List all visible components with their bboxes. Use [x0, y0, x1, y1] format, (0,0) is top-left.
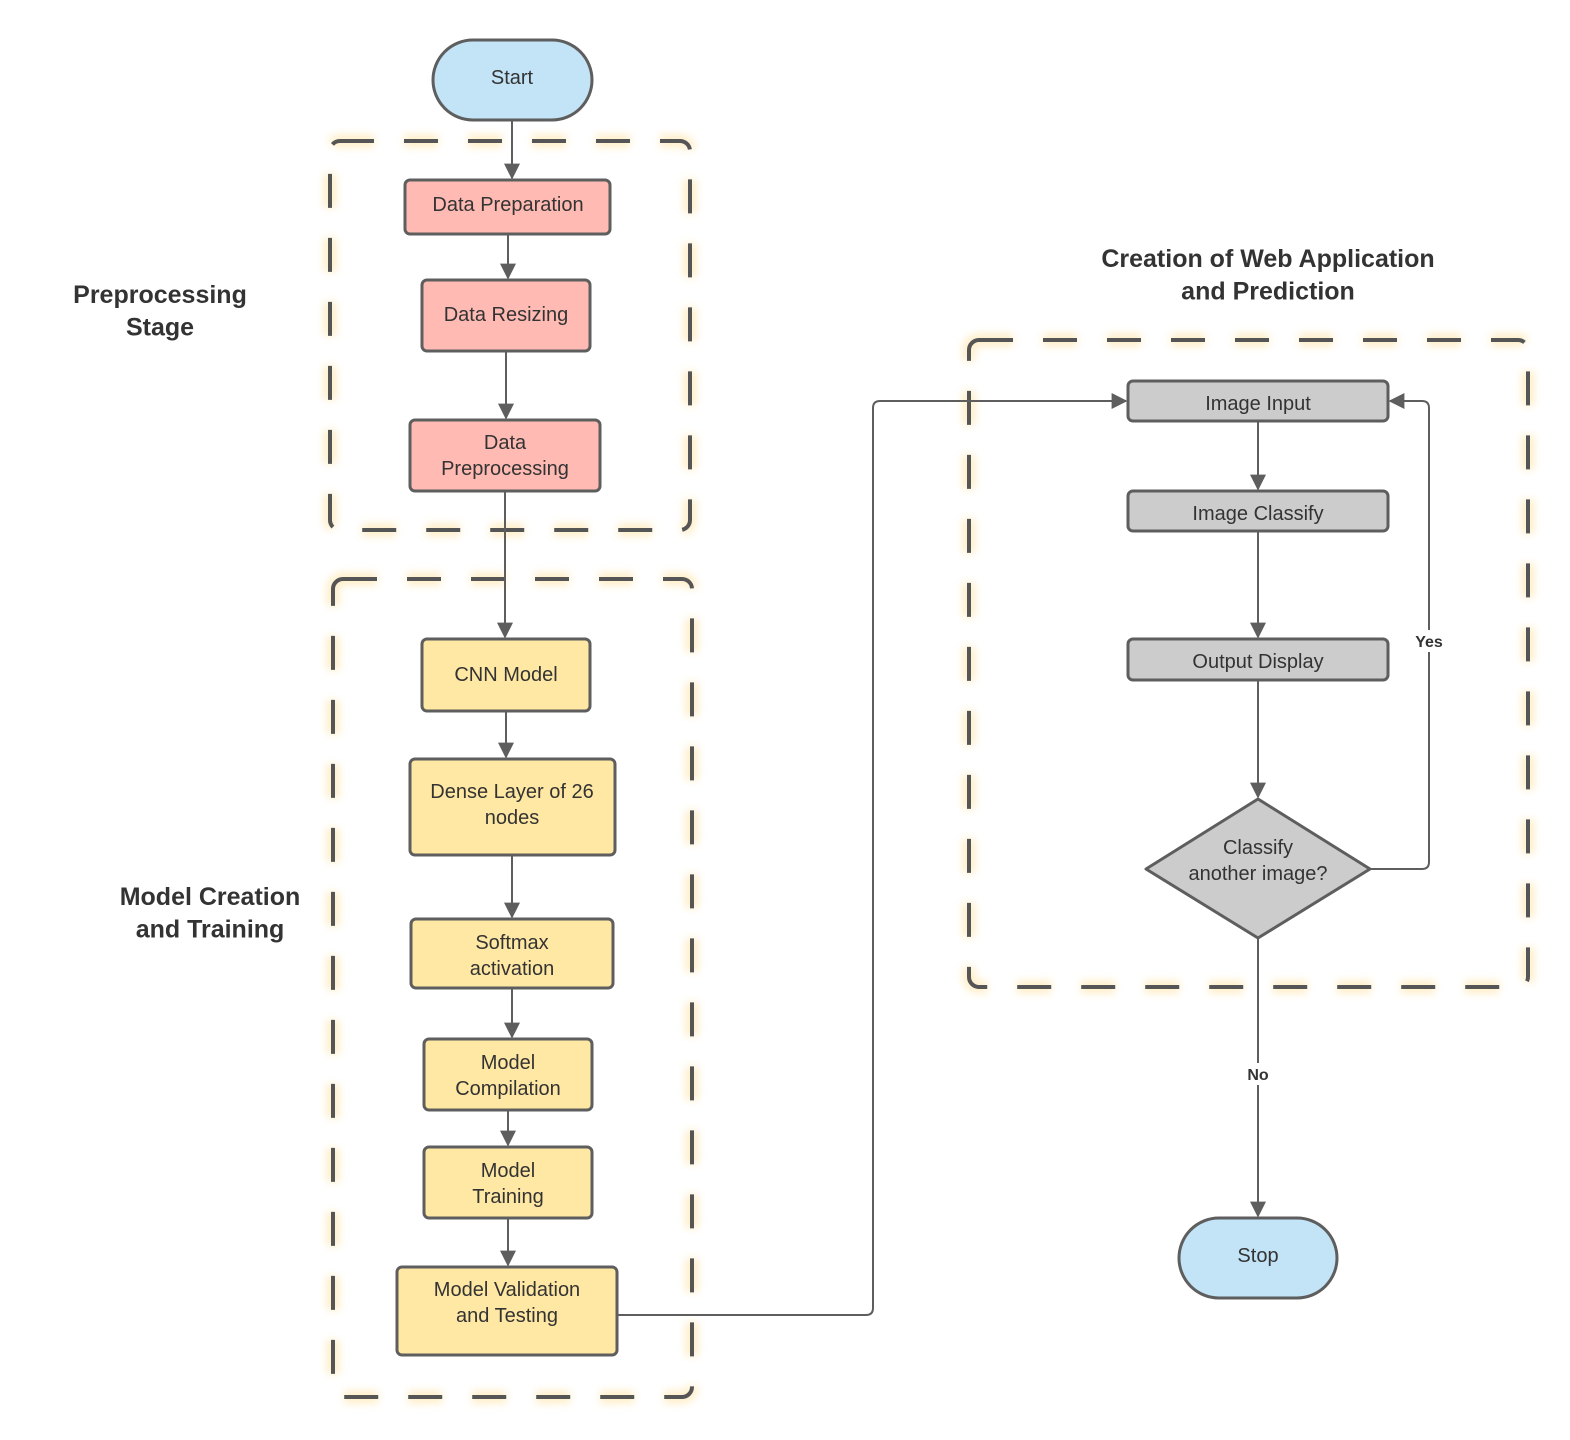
start-label: Start	[491, 67, 534, 89]
data-resizing-box	[420, 278, 592, 353]
edge-validation-to-image-input	[617, 393, 1128, 1316]
data-resizing-label: Data Resizing	[444, 304, 569, 326]
model-creation-group	[326, 572, 699, 1404]
webapp-group	[962, 333, 1535, 994]
data-preparation-box	[403, 178, 612, 236]
start-node: Start	[431, 38, 594, 122]
model-compilation-box	[422, 1037, 594, 1112]
softmax-box	[409, 917, 615, 990]
data-preparation-node: Data Preparation	[403, 178, 612, 236]
image-classify-label: Image Classify	[1192, 503, 1323, 525]
cnn-model-label: CNN Model	[454, 664, 557, 686]
image-input-label: Image Input	[1205, 393, 1311, 415]
image-classify-box	[1126, 489, 1390, 533]
start-terminal-shape	[431, 38, 594, 122]
yes-label: Yes	[1415, 634, 1443, 651]
output-display-label: Output Display	[1192, 651, 1323, 673]
image-input-node: Image Input	[1126, 379, 1390, 423]
stop-label: Stop	[1237, 1245, 1278, 1267]
image-classify-node: Image Classify	[1126, 489, 1390, 533]
image-input-box	[1126, 379, 1390, 423]
preprocessing-group	[323, 134, 697, 537]
cnn-model-box	[420, 637, 592, 713]
data-resizing-node: Data Resizing	[420, 278, 592, 353]
dense-layer-box	[408, 757, 617, 857]
data-preparation-label: Data Preparation	[432, 194, 583, 216]
no-label: No	[1247, 1067, 1269, 1084]
cnn-model-node: CNN Model	[420, 637, 592, 713]
decision-diamond	[1144, 797, 1372, 940]
output-display-node: Output Display	[1126, 637, 1390, 682]
data-preprocessing-box	[408, 418, 602, 493]
stop-node: Stop	[1177, 1216, 1339, 1300]
stop-terminal-shape	[1177, 1216, 1339, 1300]
output-display-box	[1126, 637, 1390, 682]
model-validation-box	[395, 1265, 619, 1357]
model-training-box	[422, 1145, 594, 1220]
